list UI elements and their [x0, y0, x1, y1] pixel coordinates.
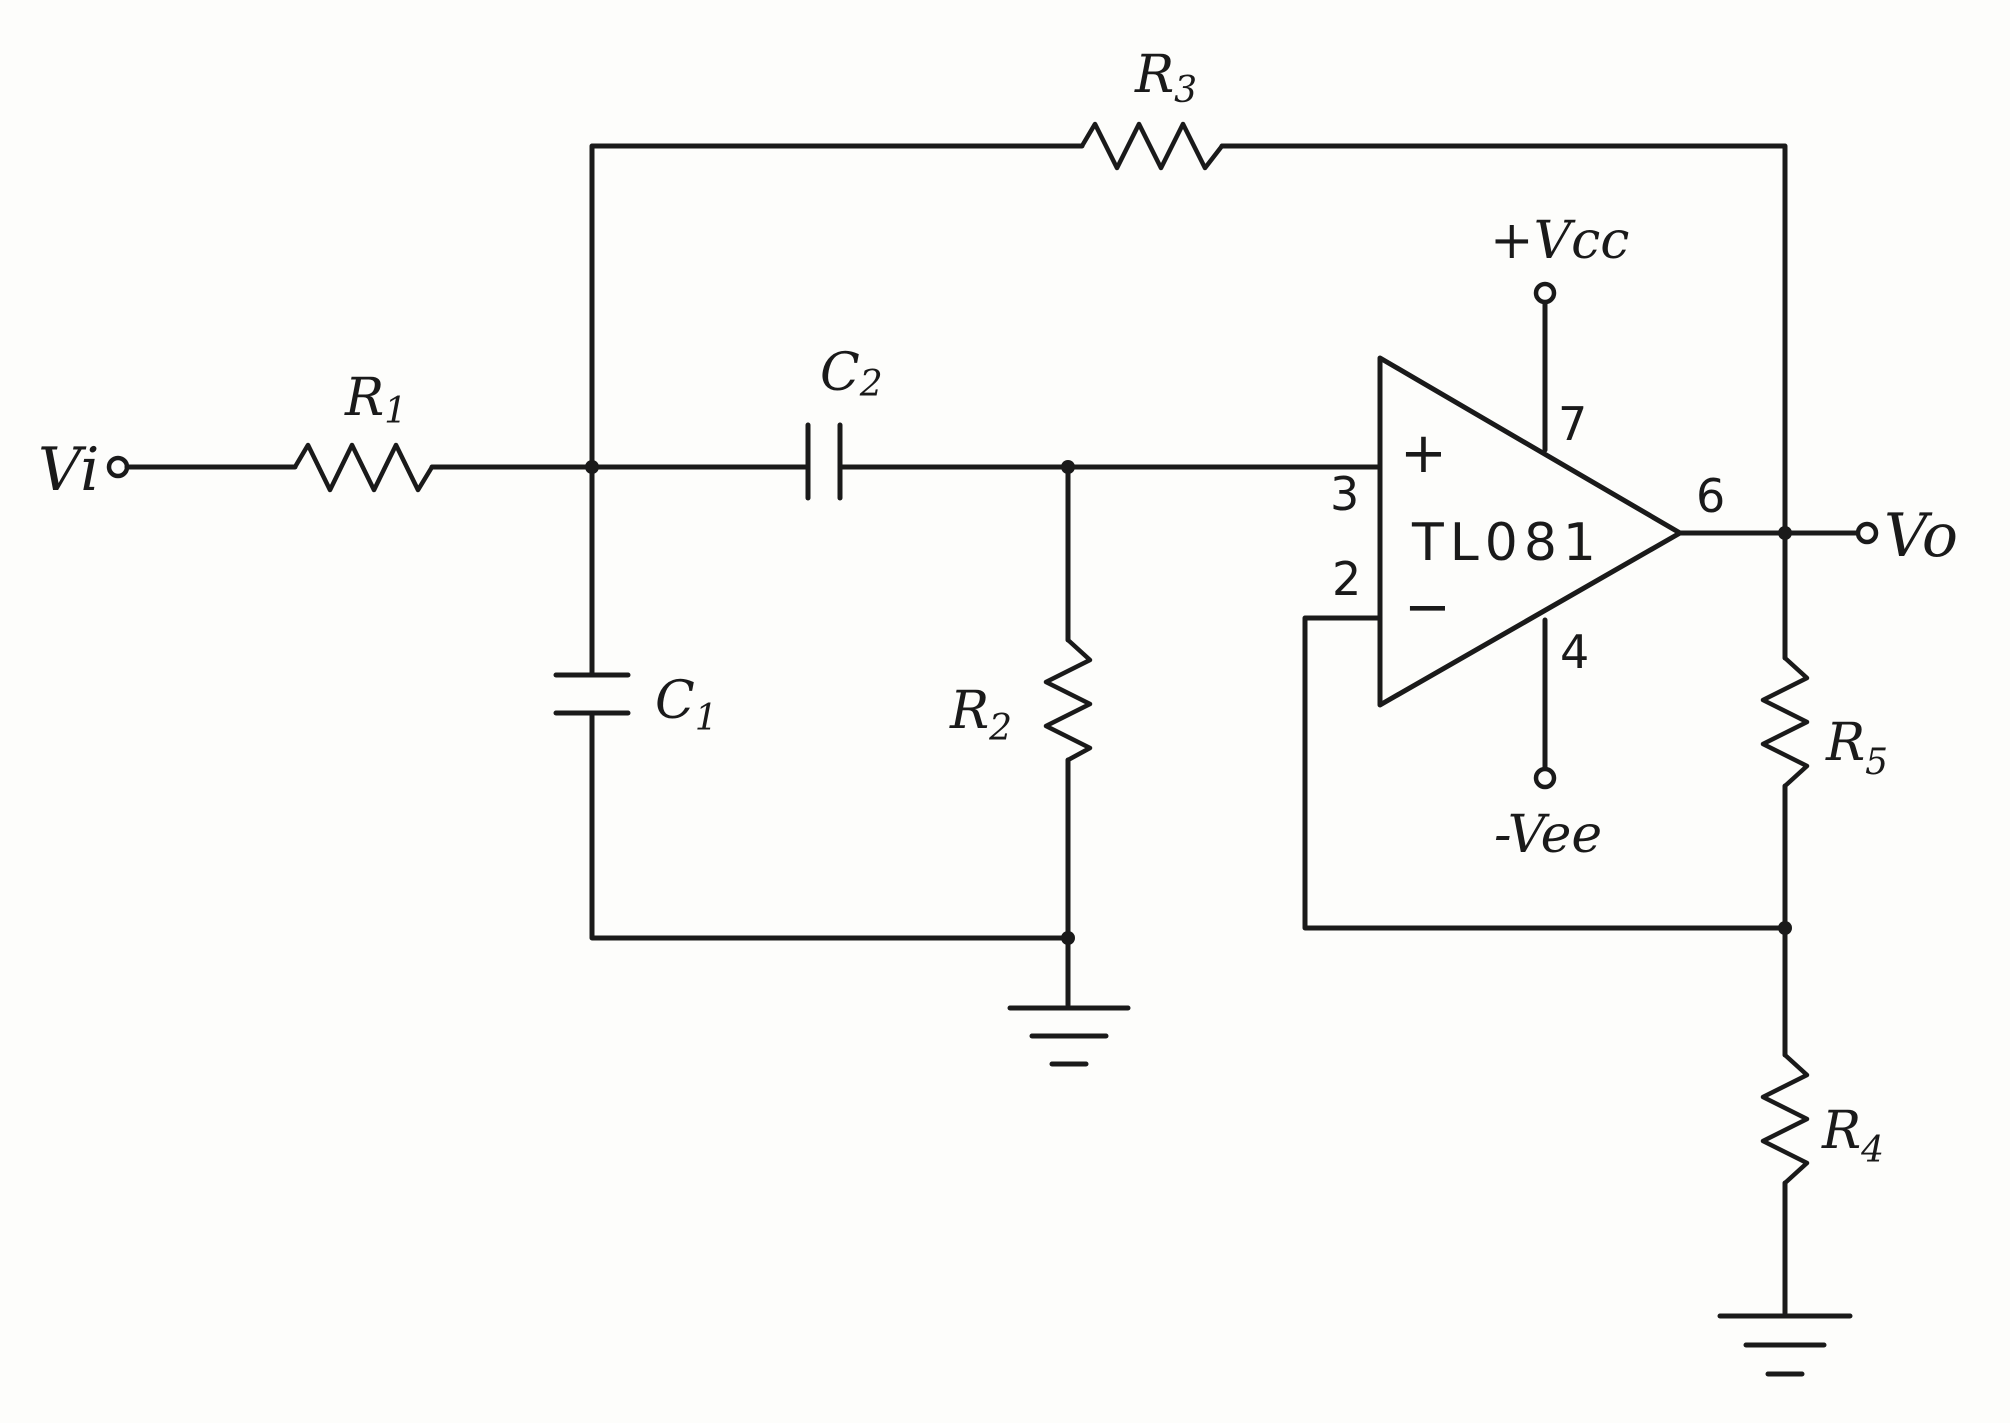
label-opamp-tl081: TL081	[1411, 513, 1602, 573]
label-vcc-pos: +Vcc	[1490, 211, 1629, 271]
junction-node-ground	[1061, 931, 1075, 945]
wire-r3-right	[1219, 143, 1788, 531]
resistor-r1	[292, 442, 435, 493]
label-pin-6: 6	[1696, 469, 1725, 523]
vo-terminal	[1855, 521, 1879, 545]
resistor-r3	[1079, 121, 1225, 171]
resistor-r2	[1043, 637, 1093, 763]
vcc-terminal	[1533, 281, 1557, 305]
vee-terminal	[1533, 766, 1557, 790]
label-vi: Vi	[38, 435, 99, 505]
label-r4: R4	[1821, 1101, 1884, 1171]
junction-node-r2	[1061, 460, 1075, 474]
label-r5: R5	[1825, 713, 1888, 783]
label-pin-7: 7	[1558, 397, 1587, 451]
label-pin-4: 4	[1560, 625, 1589, 679]
wire-r3-left	[589, 143, 1085, 470]
junction-node-output	[1778, 526, 1792, 540]
resistor-r5	[1760, 655, 1810, 789]
wire-feedback-minus	[1302, 615, 1788, 931]
junction-node-input	[585, 460, 599, 474]
opamp-tl081-body	[1377, 355, 1683, 708]
label-pin-3: 3	[1330, 467, 1359, 521]
label-minus-input: −	[1404, 575, 1451, 640]
resistor-r4	[1760, 1052, 1810, 1186]
label-r1: R1	[344, 368, 407, 432]
label-pin-2: 2	[1332, 552, 1361, 606]
vi-terminal	[106, 455, 130, 479]
label-r2: R2	[949, 681, 1012, 749]
label-plus-input: +	[1400, 421, 1447, 486]
label-c1: C1	[655, 671, 718, 739]
label-vee-neg: -Vee	[1494, 805, 1602, 865]
wire-c1-bottom	[589, 710, 1071, 941]
junction-node-divider	[1778, 921, 1792, 935]
label-r3: R3	[1134, 45, 1197, 111]
label-vo: Vo	[1884, 501, 1958, 571]
label-c2: C2	[820, 343, 883, 405]
